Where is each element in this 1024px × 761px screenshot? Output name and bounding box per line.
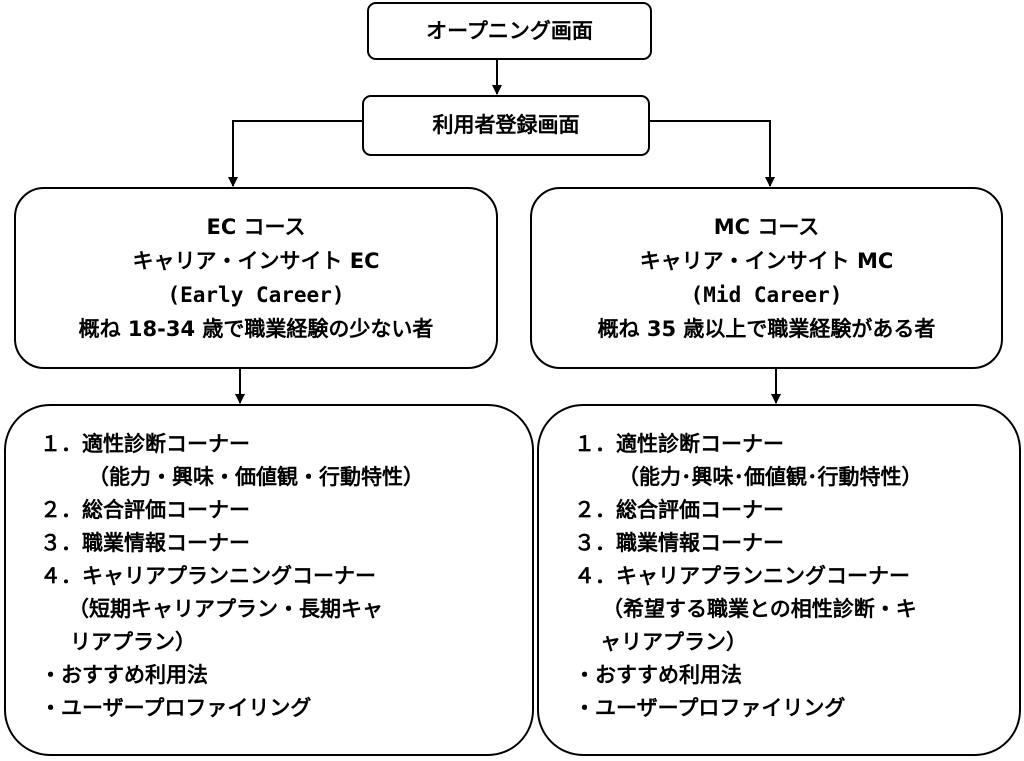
mc-features-list: １．適性診断コーナー （能力･興味･価値観･行動特性） ２．総合評価コーナー ３… — [574, 428, 923, 725]
ec-features-box — [4, 404, 534, 756]
mc-features-box — [537, 404, 1021, 756]
mc-course-target: 概ね 35 歳以上で職業経験がある者 — [597, 317, 936, 341]
ec-feature-item: リアプラン） — [70, 630, 196, 654]
mc-feature-item: ャリアプラン） — [600, 630, 747, 654]
ec-feature-item: ・ユーザープロファイリング — [40, 696, 312, 720]
mc-feature-item: ４．キャリアプランニングコーナー — [574, 564, 910, 588]
mc-course-box: MC コース キャリア・インサイト MC (Mid Career) 概ね 35 … — [530, 187, 1003, 369]
mc-course-title: キャリア・インサイト MC — [639, 249, 894, 273]
ec-course-title: キャリア・インサイト EC — [132, 249, 380, 273]
ec-course-target: 概ね 18-34 歳で職業経験の少ない者 — [78, 317, 434, 341]
ec-course-subtitle: (Early Career) — [167, 283, 345, 307]
ec-feature-item: （短期キャリアプラン・長期キャ — [68, 597, 383, 621]
mc-feature-item: （希望する職業との相性診断・キ — [602, 597, 917, 621]
mc-feature-item: ２．総合評価コーナー — [574, 498, 784, 522]
registration-screen-label: 利用者登録画面 — [432, 113, 580, 137]
mc-feature-item: ３．職業情報コーナー — [574, 531, 784, 555]
ec-feature-item: ４．キャリアプランニングコーナー — [40, 564, 376, 588]
ec-features-list: １．適性診断コーナー （能力・興味・価値観・行動特性） ２．総合評価コーナー ３… — [40, 428, 424, 725]
opening-screen-label: オープニング画面 — [426, 18, 593, 43]
mc-feature-item: ・おすすめ利用法 — [574, 663, 742, 687]
mc-course-subtitle: (Mid Career) — [690, 283, 843, 307]
ec-feature-item: （能力・興味・価値観・行動特性） — [88, 465, 424, 489]
arrow-registration-to-mc — [650, 120, 775, 187]
mc-feature-item: ・ユーザープロファイリング — [574, 696, 846, 720]
registration-screen-box: 利用者登録画面 — [362, 95, 650, 156]
ec-feature-item: ３．職業情報コーナー — [40, 531, 250, 555]
ec-feature-item: ・おすすめ利用法 — [40, 663, 208, 687]
opening-screen-box: オープニング画面 — [367, 2, 652, 60]
ec-feature-item: ２．総合評価コーナー — [40, 498, 250, 522]
ec-course-box: EC コース キャリア・インサイト EC (Early Career) 概ね 1… — [14, 187, 498, 369]
mc-feature-item: １．適性診断コーナー — [574, 432, 784, 456]
arrow-registration-to-ec — [228, 120, 362, 187]
mc-course-name: MC コース — [713, 215, 820, 239]
ec-course-name: EC コース — [206, 215, 306, 239]
ec-feature-item: １．適性診断コーナー — [40, 432, 250, 456]
mc-feature-item: （能力･興味･価値観･行動特性） — [618, 465, 923, 489]
